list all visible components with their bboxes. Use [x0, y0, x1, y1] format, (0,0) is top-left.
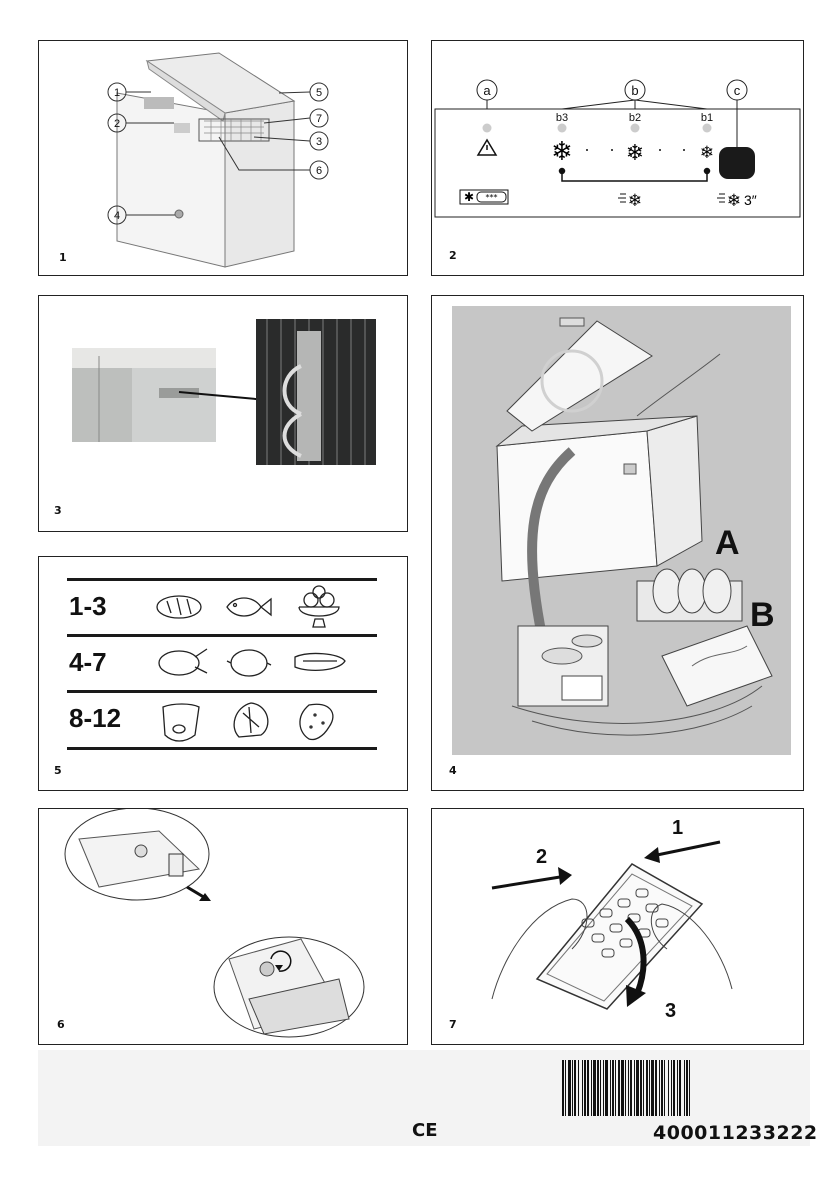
panel-number: 3 [54, 504, 62, 517]
panel-2-control-panel: a b c b3 b2 b1 ❄ ❄ ❄ ✱ *** [431, 40, 804, 276]
step-3-label: 3 [665, 1000, 676, 1022]
callout-3: 3 [316, 136, 322, 148]
panel-number: 6 [57, 1018, 65, 1031]
panel-7-basket-removal: 1 2 3 7 [431, 808, 804, 1045]
fish-icon [227, 598, 271, 616]
label-b: b [631, 83, 638, 98]
snowflake-b2-icon: ❄ [626, 141, 644, 166]
label-b: B [750, 596, 775, 635]
fast-freeze-icon: ❄ [618, 191, 642, 211]
panel-number: 4 [449, 764, 457, 777]
chest-freezer-illustration: 1 2 4 5 7 3 6 [39, 41, 407, 275]
barcode-icon [562, 1060, 810, 1116]
vegetable-icon [234, 703, 268, 737]
svg-text:❄: ❄ [727, 191, 741, 211]
panel-number: 7 [449, 1018, 457, 1031]
ce-mark: CE [412, 1120, 438, 1141]
label-b1: b1 [701, 112, 713, 124]
bread-icon [157, 596, 201, 618]
panel-5-storage-times: 1-3 4-7 8-12 5 [38, 556, 408, 791]
basket-removal-illustration: 1 2 3 [432, 809, 803, 1044]
panel-6-drain: 6 [38, 808, 408, 1045]
alarm-warning-icon [478, 140, 496, 155]
panel-1-freezer-overview: 1 2 4 5 7 3 6 1 [38, 40, 408, 276]
handle-photos [39, 296, 407, 531]
ice-cream-icon [299, 586, 339, 627]
label-a: a [483, 83, 491, 98]
panel-3-handle-photos: 3 [38, 295, 408, 532]
panel-4-food-loading: A B 4 [431, 295, 804, 791]
barcode-number: 400011233222 [653, 1122, 818, 1144]
panel-number: 1 [59, 251, 67, 264]
callout-4: 4 [114, 210, 120, 222]
strawberry-icon [300, 704, 333, 739]
poultry-icon [159, 649, 207, 675]
freezer-star-rating-icon: ✱ *** [460, 190, 508, 204]
label-c: c [734, 83, 741, 98]
callout-2: 2 [114, 118, 120, 130]
steak-icon [295, 654, 345, 671]
panel-number: 2 [449, 249, 457, 262]
panel-4-illustration [452, 306, 791, 755]
food-icons [39, 557, 409, 792]
callout-7: 7 [316, 113, 322, 125]
drain-illustration [39, 809, 407, 1044]
snowflake-b3-icon: ❄ [551, 137, 573, 167]
fast-freeze-3s-icon: ❄ 3″ [717, 191, 757, 211]
svg-text:✱: ✱ [464, 190, 474, 204]
label-b2: b2 [629, 112, 641, 124]
svg-text:***: *** [486, 193, 498, 202]
step-2-label: 2 [536, 846, 547, 868]
control-panel-diagram: a b c b3 b2 b1 ❄ ❄ ❄ ✱ *** [432, 41, 803, 275]
hold-3-seconds-label: 3″ [744, 192, 757, 208]
callout-5: 5 [316, 87, 322, 99]
snowflake-b1-icon: ❄ [700, 143, 714, 163]
label-b3: b3 [556, 112, 568, 124]
step-1-label: 1 [672, 817, 683, 839]
callout-1: 1 [114, 87, 120, 99]
panel-number: 5 [54, 764, 62, 777]
callout-6: 6 [316, 165, 322, 177]
svg-text:❄: ❄ [628, 191, 642, 211]
fast-freeze-button[interactable] [719, 147, 755, 179]
pig-head-icon [163, 704, 199, 741]
lemon-icon [227, 650, 271, 676]
label-a: A [715, 524, 740, 563]
